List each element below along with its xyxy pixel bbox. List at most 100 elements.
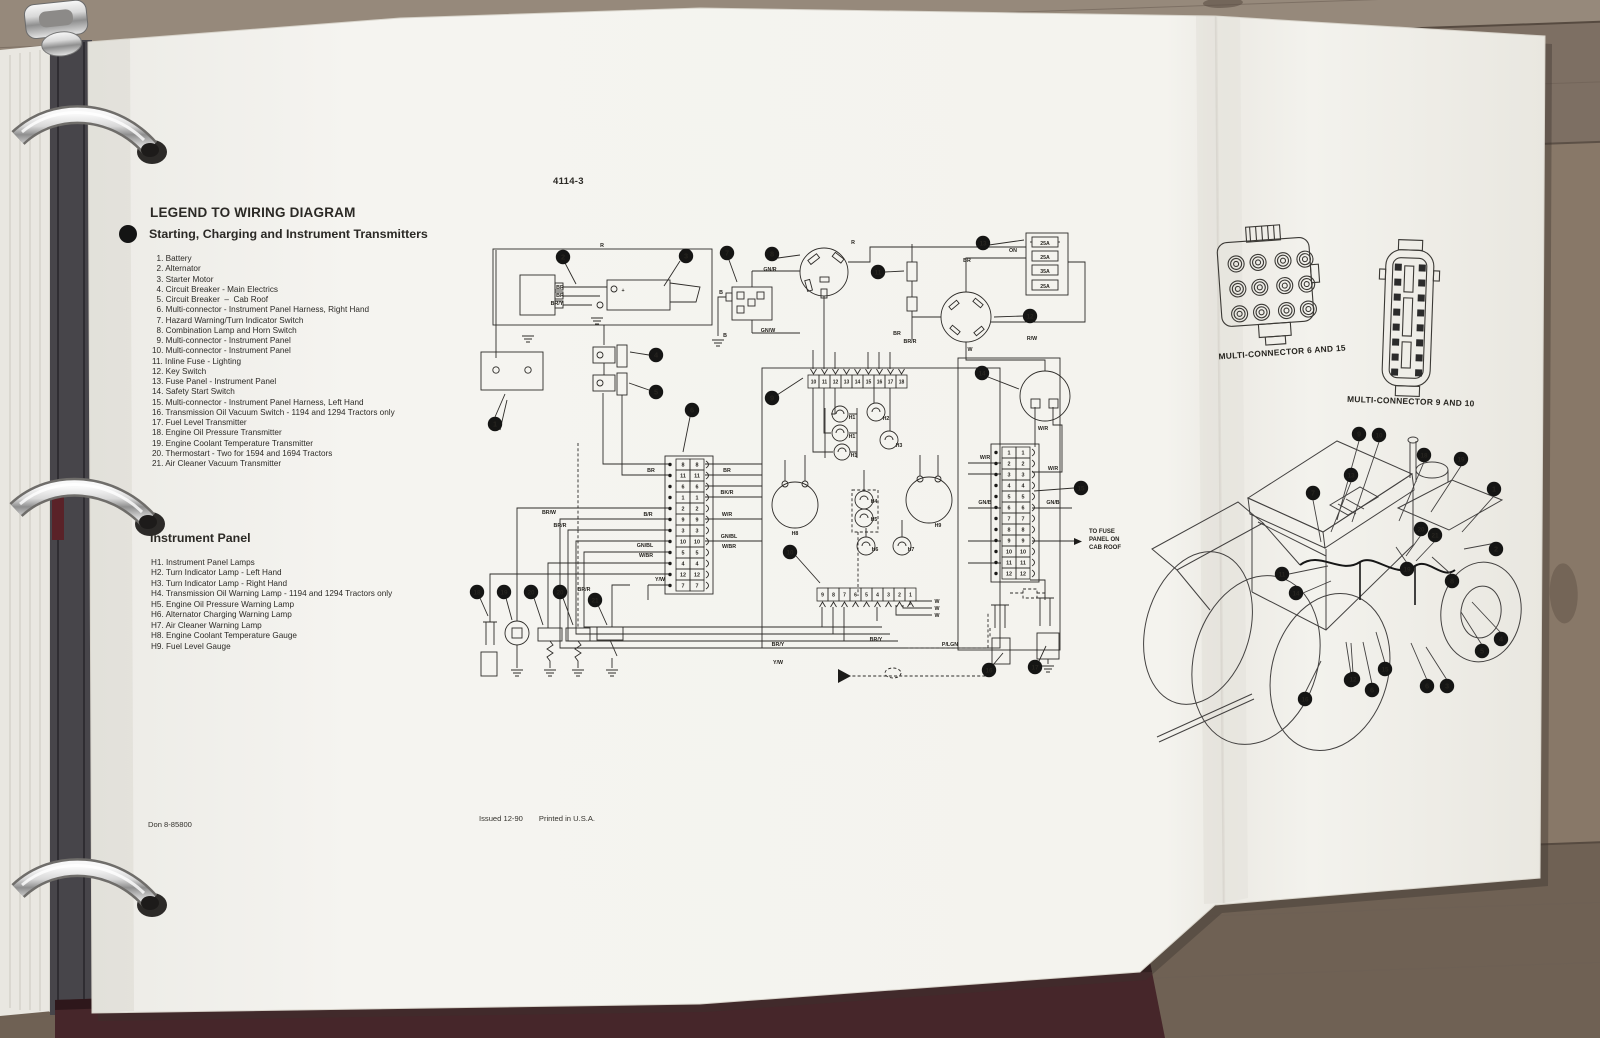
connector-caret [821,368,828,375]
callout-badge [1364,682,1380,698]
connector-cell-number: 11 [1020,561,1026,567]
callout-number: 11 [875,269,882,276]
connector-cell-number: 5 [1008,495,1011,501]
wire-label: H4 [871,499,878,505]
wire-label: W/R [980,455,990,461]
wire-label: BR/Y [772,642,785,648]
callout-badge [648,347,664,363]
list-item: 18. Engine Oil Pressure Transmitter [152,428,282,438]
callout-badge [1419,678,1435,694]
connector-caret [810,368,817,375]
connector-cell [1015,567,1031,580]
wire-label: - [599,305,601,311]
callout-badge [1022,308,1038,324]
callout-badge [1343,467,1359,483]
connector-cell-number: 7 [1022,517,1025,523]
callout-number: 12 [1349,676,1357,683]
wire-label: BK/R [721,490,734,496]
callout-badge [764,246,780,262]
callout-badge [1399,561,1415,577]
list-item: 3. Starter Motor [152,274,214,284]
callout-number: 19 [1403,566,1411,573]
callout-number: 8 [770,249,774,258]
connector-hook [1031,536,1035,545]
page-title: LEGEND TO WIRING DIAGRAM [150,205,356,220]
wire-label: BR [893,331,901,337]
connector-hook [705,559,709,568]
connector-cell-number: 4 [876,593,879,599]
connector-cell-number: 8 [1022,528,1025,534]
connector-cell-number: 3 [682,529,685,535]
connector-cell-number: 6 [682,485,685,491]
list-item: 11. Inline Fuse - Lighting [152,356,242,366]
wiring-harness-line [1299,559,1456,574]
connector-cell-number: 5 [696,551,699,557]
connector-cell-number: 3 [1008,473,1011,479]
connector-hook [1031,481,1035,490]
fuse-panel: 25A 25A 35A 25A [1025,232,1069,296]
list-item: 13. Fuse Panel - Instrument Panel [152,377,277,386]
connector-cell-number: 5 [682,551,685,557]
connector-hook [1031,514,1035,523]
connector-outline [664,455,714,595]
wire-label: ON [1009,248,1017,254]
list-item: H2. Turn Indicator Lamp - Left Hand [151,568,282,578]
note-line: PANEL ON [1089,537,1119,543]
connector-cell-number: 6 [1022,506,1025,512]
callout-badge [782,544,798,560]
connector-cell-number: 4 [696,562,699,568]
connector-cell-number: 3 [1022,473,1025,479]
connector-hook [1031,558,1035,567]
connector-terminal-dot [994,505,998,510]
wire-label: H8 [792,531,799,537]
callout-badge [981,662,997,678]
list-item: H6. Alternator Charging Warning Lamp [151,610,292,620]
fuse-rating: 25A [1040,241,1050,247]
wire-label: BR/R [904,339,917,345]
legend-list: 1. Battery 2. Alternator 3. Starter Moto… [152,254,395,469]
connector-terminal-dot [994,549,998,554]
connector-cell-number: 4 [1022,484,1025,490]
connector-terminal-dot [668,495,672,500]
connector-cell-number: 10 [1006,550,1012,556]
callout-number: 20 [1417,526,1425,533]
connector-caret [865,368,872,375]
connector-cell-number: 7 [682,584,685,590]
section-bullet-icon [119,225,137,243]
connector-caret [876,368,883,375]
connector-terminal-dot [668,528,672,533]
wire-label: GN/B [978,500,991,506]
callout-number: 9 [1357,429,1361,438]
callout-badge [552,584,568,600]
list-item: 10. Multi-connector - Instrument Panel [152,346,291,356]
connector-terminal-dot [668,473,672,478]
connector-cell-number: 4 [682,562,685,568]
callout-badge [1274,566,1290,582]
connector-hook [1031,459,1035,468]
list-item: H8. Engine Coolant Temperature Gauge [151,631,297,641]
starter-motor-symbol [606,279,671,311]
callout-number: 19 [1457,456,1465,463]
callout-badge [1351,426,1367,442]
binder-ring-middle [9,477,165,536]
connector-cell-number: 8 [1008,528,1011,534]
connector-cell-number: 1 [682,496,685,502]
connector-caret [896,601,903,608]
connector-hook [705,548,709,557]
connector-terminal-dot [994,494,998,499]
connector-cell [895,374,908,389]
starting-circuit-box [492,248,713,326]
callout-number: 10 [786,549,794,556]
wire-label: H2 [883,416,890,422]
callout-number: 15 [1077,485,1085,492]
list-item: 21. Air Cleaner Vacuum Transmitter [152,459,282,468]
connector-cell-number: 9 [1008,539,1011,545]
connector-cell-number: 15 [866,380,872,386]
connector-caret [907,601,914,608]
callout-number: 14 [1292,590,1300,597]
